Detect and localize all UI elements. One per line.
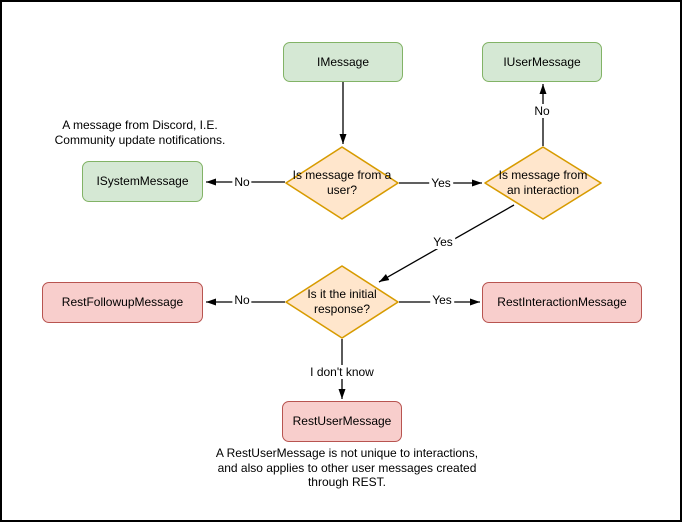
decision-initial-response-label: Is it the initial response? bbox=[307, 287, 377, 316]
edge-label-initial-unknown: I don't know bbox=[308, 365, 376, 379]
node-decision-is-from-user[interactable]: Is message from a user? bbox=[285, 146, 399, 220]
node-restinteractionmessage-label: RestInteractionMessage bbox=[497, 295, 627, 309]
node-decision-is-from-interaction[interactable]: Is message from an interaction bbox=[484, 146, 602, 220]
edge-label-initial-no: No bbox=[232, 293, 252, 307]
node-iusermessage-label: IUserMessage bbox=[503, 54, 581, 69]
node-restusermessage-label: RestUserMessage bbox=[292, 414, 392, 428]
diamond-shape bbox=[285, 265, 399, 339]
decision-is-from-interaction-label: Is message from an interaction bbox=[498, 168, 588, 197]
node-imessage-label: IMessage bbox=[316, 54, 370, 69]
node-isystemmessage[interactable]: ISystemMessage bbox=[82, 161, 203, 202]
diamond-shape bbox=[484, 146, 602, 220]
edge-label-user-no: No bbox=[232, 175, 252, 189]
note-rest-user-message: A RestUserMessage is not unique to inter… bbox=[215, 446, 479, 489]
node-restusermessage[interactable]: RestUserMessage bbox=[282, 401, 402, 442]
diamond-shape bbox=[285, 146, 399, 220]
node-restinteractionmessage[interactable]: RestInteractionMessage bbox=[482, 282, 642, 323]
node-decision-initial-response[interactable]: Is it the initial response? bbox=[285, 265, 399, 339]
note-system-message: A message from Discord, I.E. Community u… bbox=[54, 118, 226, 147]
node-restfollowupmessage-label: RestFollowupMessage bbox=[61, 295, 184, 309]
edge-label-interaction-no: No bbox=[532, 104, 552, 118]
edge-label-interaction-yes: Yes bbox=[431, 235, 455, 249]
decision-is-from-user-label: Is message from a user? bbox=[292, 168, 392, 197]
node-restfollowupmessage[interactable]: RestFollowupMessage bbox=[42, 282, 203, 323]
edge-label-user-yes: Yes bbox=[429, 176, 453, 190]
node-iusermessage[interactable]: IUserMessage bbox=[482, 42, 602, 82]
edge-label-initial-yes: Yes bbox=[430, 293, 454, 307]
node-isystemmessage-label: ISystemMessage bbox=[96, 174, 189, 188]
node-imessage[interactable]: IMessage bbox=[283, 42, 403, 82]
